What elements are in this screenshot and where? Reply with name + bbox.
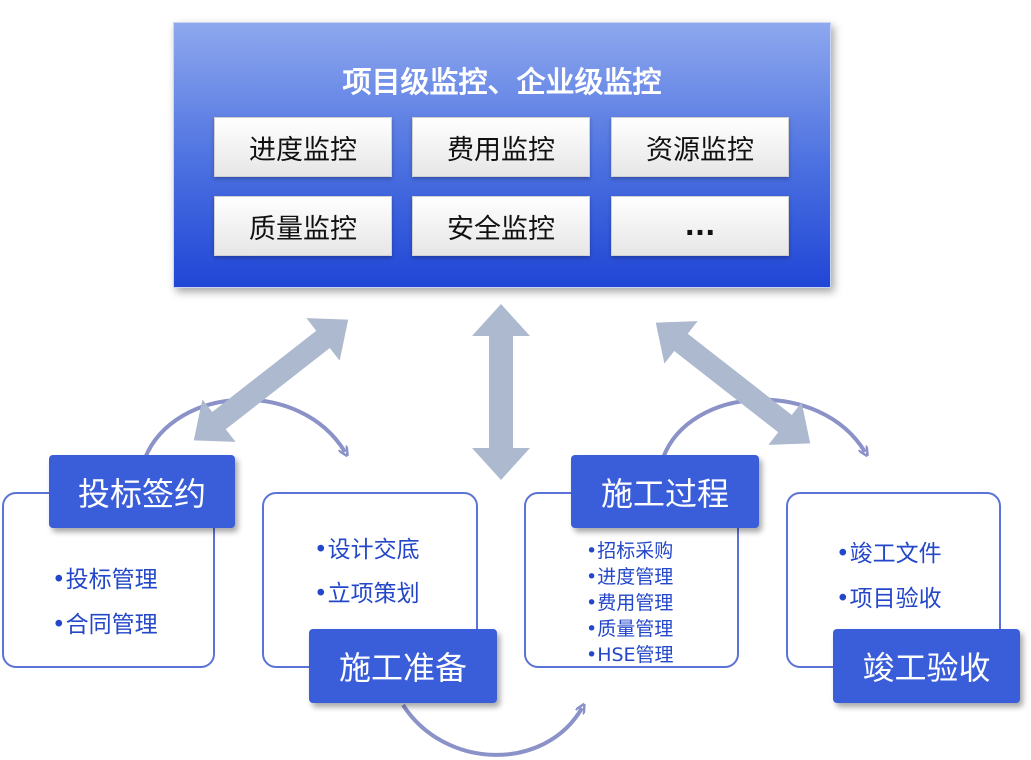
stage-item: •质量管理 xyxy=(586,618,674,640)
stage-item: •竣工文件 xyxy=(836,541,942,567)
stage-label-bidding: 投标签约 xyxy=(49,455,235,528)
monitor-tile-resource: 资源监控 xyxy=(611,117,789,177)
stage-label-completion: 竣工验收 xyxy=(833,629,1020,703)
cycle-arrow-1 xyxy=(143,397,345,459)
stage-item: •进度管理 xyxy=(586,566,674,588)
stage-item: •费用管理 xyxy=(586,592,674,614)
monitor-tile-quality: 质量监控 xyxy=(214,196,392,256)
stage-item: •项目验收 xyxy=(836,586,942,612)
stage-item: •投标管理 xyxy=(52,567,158,593)
stage-item: •HSE管理 xyxy=(586,644,674,666)
stage-item: •设计交底 xyxy=(314,537,420,563)
stage-item: •合同管理 xyxy=(52,612,158,638)
cycle-arrow-2 xyxy=(401,705,582,757)
monitor-tile-schedule: 进度监控 xyxy=(214,117,392,177)
stage-label-preparation: 施工准备 xyxy=(309,629,497,703)
cycle-arrow-3 xyxy=(661,397,865,459)
stage-item: •立项策划 xyxy=(314,581,420,607)
monitoring-panel: 项目级监控、企业级监控 进度监控 费用监控 资源监控 质量监控 安全监控 ... xyxy=(173,22,831,288)
double-arrow-center xyxy=(472,304,530,480)
monitor-tile-safety: 安全监控 xyxy=(412,196,590,256)
stage-label-construction: 施工过程 xyxy=(571,455,759,528)
monitor-tile-cost: 费用监控 xyxy=(412,117,590,177)
double-arrow-right xyxy=(655,321,811,445)
double-arrow-left xyxy=(193,318,349,442)
monitor-tile-more: ... xyxy=(611,196,789,256)
stage-item: •招标采购 xyxy=(586,540,674,562)
monitoring-title: 项目级监控、企业级监控 xyxy=(342,65,662,99)
